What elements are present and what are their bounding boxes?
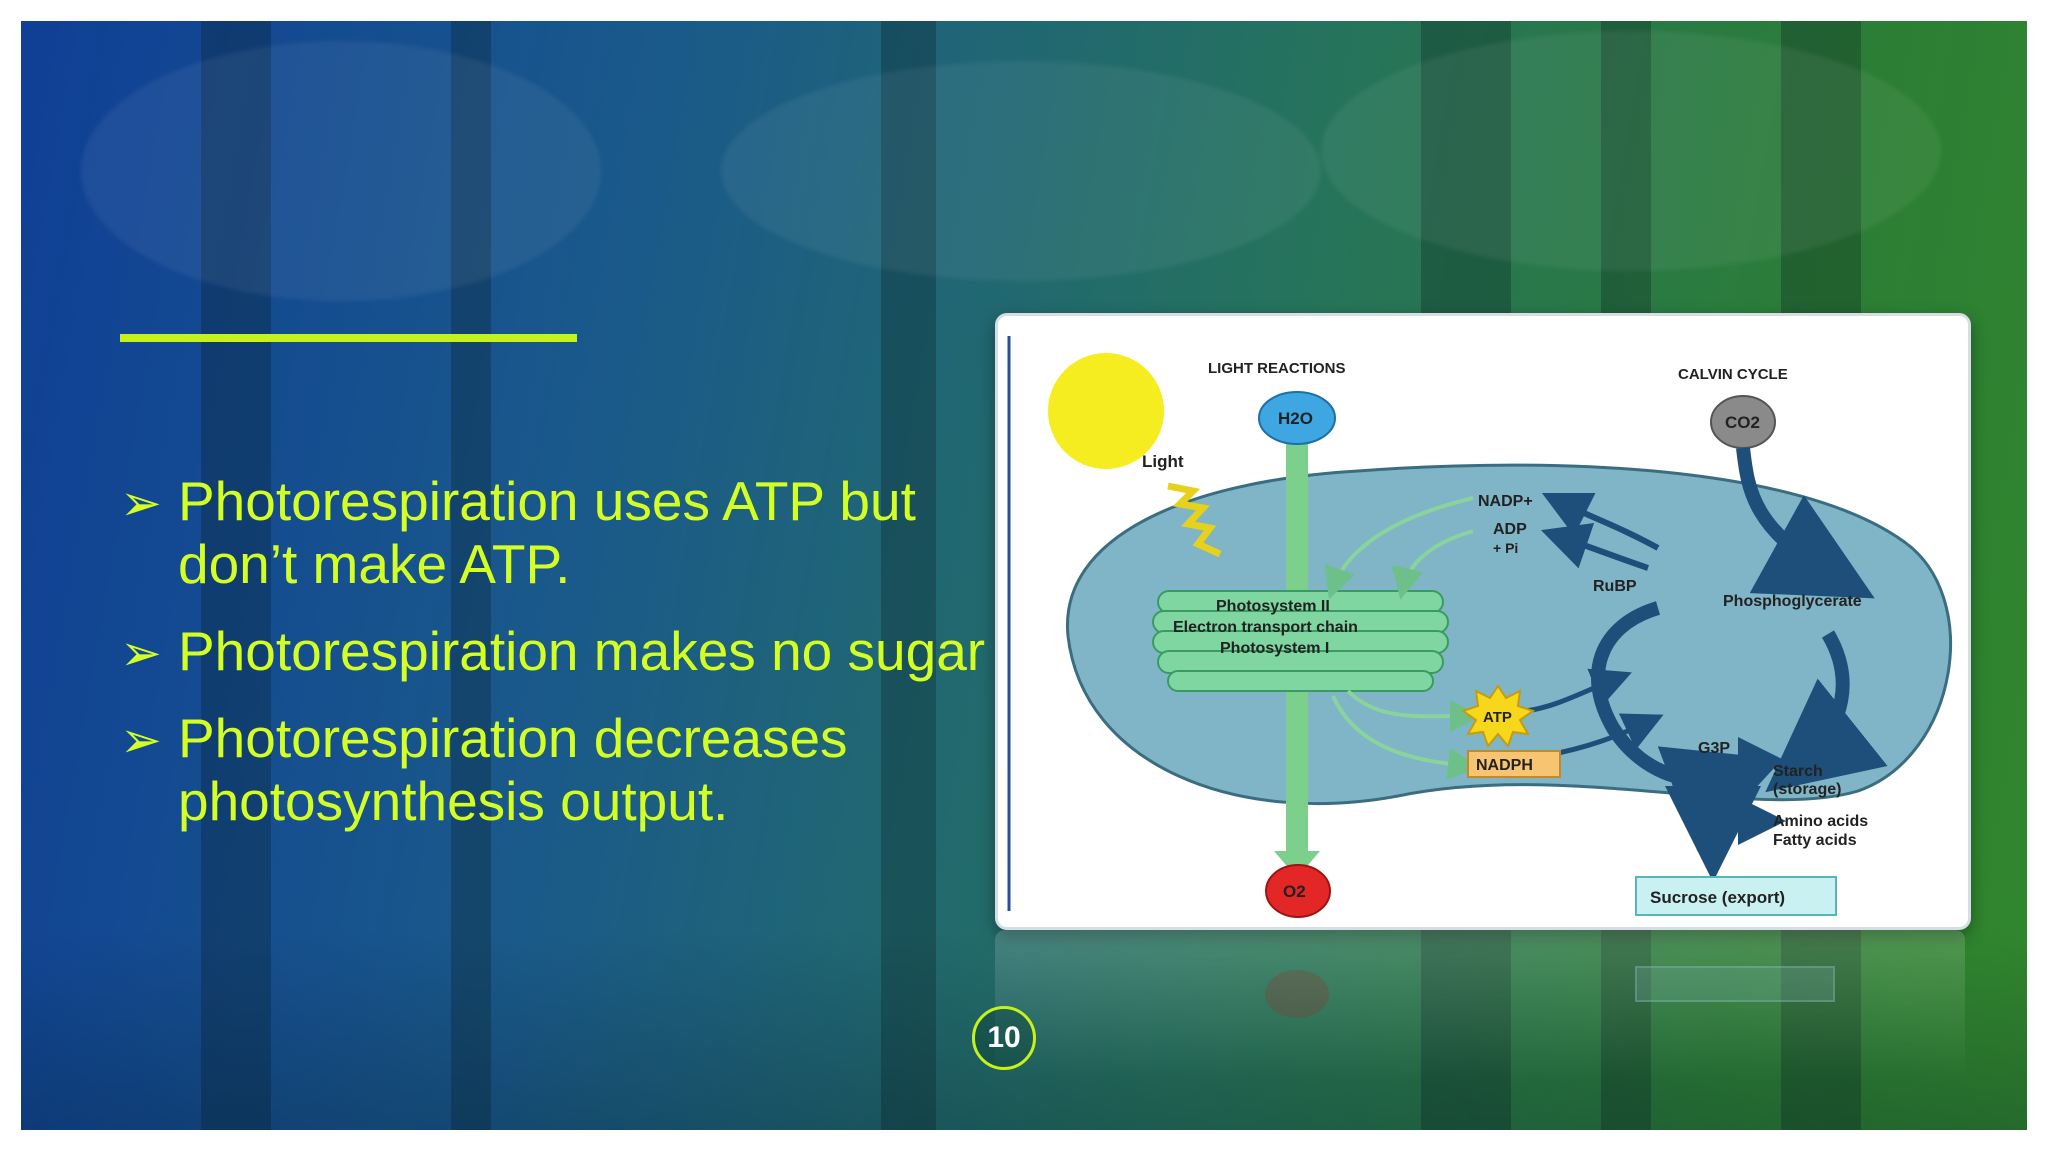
page-number-badge: 10 [972, 1006, 1036, 1070]
phosphoglycerate-label: Phosphoglycerate [1723, 593, 1862, 610]
foliage [721, 61, 1321, 281]
bullet-item: ➢ Photorespiration uses ATP but don’t ma… [120, 470, 1020, 596]
adp-arrow [1540, 523, 1649, 571]
nadph-output-arrow [1331, 695, 1480, 780]
storage-label: (storage) [1773, 781, 1841, 798]
co2-label: CO2 [1725, 413, 1760, 432]
electron-transport-label: Electron transport chain [1173, 619, 1358, 636]
rubp-label: RuBP [1593, 578, 1637, 595]
amino-acids-label: Amino acids [1773, 813, 1868, 830]
lightning-icon [1167, 482, 1222, 558]
reflection-shape [1635, 966, 1835, 1002]
atp-starburst [1460, 684, 1536, 748]
tree-trunk [881, 21, 936, 1130]
photosystem-i-label: Photosystem I [1220, 640, 1329, 657]
nadp-return-arrow [1324, 496, 1474, 600]
thylakoid-disc [1167, 670, 1434, 692]
atp-input-arrow [1525, 668, 1632, 714]
nadp-arrow [1541, 492, 1660, 551]
bullet-text: Photorespiration makes no sugar [178, 620, 986, 682]
nadph-box [1467, 750, 1561, 778]
o2-label: O2 [1283, 882, 1306, 901]
h2o-label: H2O [1278, 409, 1313, 428]
calvin-cycle-arrow [1591, 601, 1783, 852]
h2o-node [1258, 391, 1336, 445]
photosynthesis-diagram: LIGHT REACTIONS CALVIN CYCLE H2O CO2 O2 … [995, 313, 1971, 930]
co2-fixation-arrow [1736, 447, 1875, 599]
atp-label: ATP [1483, 709, 1512, 726]
bullet-text: Photorespiration decreases photosynthesi… [178, 707, 848, 832]
calvin-cycle-label: CALVIN CYCLE [1678, 366, 1788, 383]
bullet-text: Photorespiration uses ATP but don’t make… [178, 470, 916, 595]
diagram-canvas: LIGHT REACTIONS CALVIN CYCLE H2O CO2 O2 … [1007, 336, 1953, 918]
bullet-item: ➢ Photorespiration makes no sugar [120, 620, 1020, 683]
o2-node [1265, 864, 1331, 918]
tree-trunk [451, 21, 491, 1130]
adp-label: ADP [1493, 521, 1527, 538]
sucrose-box [1635, 876, 1837, 916]
foliage [1321, 31, 1941, 271]
arrow-bullet-icon: ➢ [120, 712, 162, 768]
pi-label: + Pi [1493, 540, 1518, 556]
accent-line [120, 334, 577, 342]
diagram-reflection [995, 930, 1965, 1080]
light-label: Light [1142, 452, 1184, 471]
arrow-bullet-icon: ➢ [120, 625, 162, 681]
tree-trunk [201, 21, 271, 1130]
fatty-acids-label: Fatty acids [1773, 832, 1857, 849]
light-reactions-label: LIGHT REACTIONS [1208, 360, 1346, 377]
photosystem-ii-label: Photosystem II [1216, 598, 1330, 615]
reflection-shape [1265, 970, 1329, 1018]
nadph-label: NADPH [1476, 757, 1533, 774]
calvin-cycle-arrow [1765, 630, 1888, 793]
sucrose-label: Sucrose (export) [1650, 888, 1785, 907]
adp-return-arrow [1391, 529, 1474, 600]
sun-icon [1048, 353, 1164, 469]
bullet-item: ➢ Photorespiration decreases photosynthe… [120, 707, 1020, 833]
arrow-bullet-icon: ➢ [120, 475, 162, 531]
nadp-label: NADP+ [1478, 493, 1533, 510]
g3p-label: G3P [1698, 740, 1730, 757]
starch-label: Starch [1773, 763, 1823, 780]
bullet-list: ➢ Photorespiration uses ATP but don’t ma… [120, 470, 1020, 857]
foliage [81, 41, 601, 301]
atp-output-arrow [1346, 689, 1482, 733]
